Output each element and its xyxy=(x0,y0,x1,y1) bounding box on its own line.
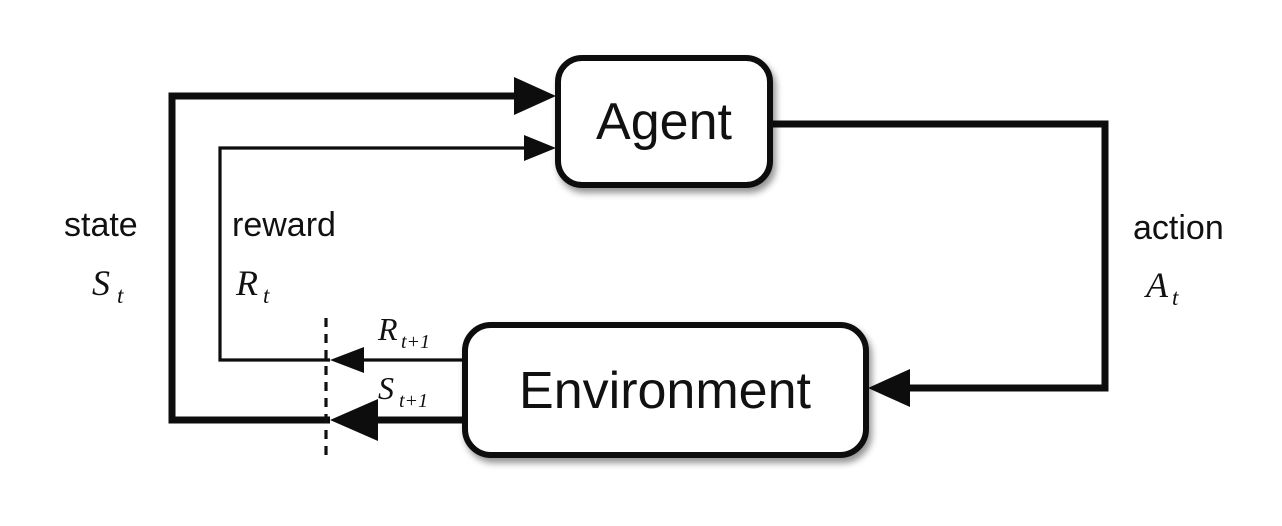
action-route-line xyxy=(770,120,1109,392)
node-environment[interactable]: Environment xyxy=(462,322,869,458)
state-next-symbol-label: S xyxy=(378,370,394,406)
edge-action-to-environment xyxy=(770,120,1109,407)
node-agent[interactable]: Agent xyxy=(555,55,773,188)
reward-arrowhead-icon xyxy=(524,135,556,161)
reward-next-symbol-label: R xyxy=(377,311,398,347)
edge-state-to-agent xyxy=(168,77,556,424)
agent-label: Agent xyxy=(596,93,732,151)
label-reward: reward R t xyxy=(232,206,336,308)
state-arrowhead-icon xyxy=(514,77,556,115)
label-state: state S t xyxy=(64,206,138,308)
state-route-line xyxy=(168,92,528,424)
environment-box[interactable] xyxy=(462,322,869,458)
edge-reward-next xyxy=(330,347,465,373)
label-reward-next: R t+1 xyxy=(377,311,430,353)
action-arrowhead-icon xyxy=(868,369,910,407)
agent-box[interactable] xyxy=(555,55,773,188)
reward-word-label: reward xyxy=(232,206,336,244)
label-action: action A t xyxy=(1133,209,1224,310)
reward-next-subscript-label: t+1 xyxy=(401,331,430,353)
state-symbol-label: S xyxy=(92,263,110,303)
reward-symbol-label: R xyxy=(235,263,258,303)
action-word-label: action xyxy=(1133,209,1224,247)
state-subscript-label: t xyxy=(117,283,124,308)
state-word-label: state xyxy=(64,206,138,244)
action-symbol-label: A xyxy=(1144,265,1169,305)
state-next-subscript-label: t+1 xyxy=(399,390,428,412)
edge-state-next xyxy=(330,399,465,441)
state-next-arrowhead-icon xyxy=(330,399,378,441)
edge-reward-to-agent xyxy=(218,135,556,362)
reward-next-arrowhead-icon xyxy=(330,347,364,373)
environment-label: Environment xyxy=(519,362,811,420)
reward-subscript-label: t xyxy=(263,283,270,308)
reward-route-line xyxy=(218,146,532,362)
action-subscript-label: t xyxy=(1172,285,1179,310)
label-state-next: S t+1 xyxy=(378,370,428,412)
